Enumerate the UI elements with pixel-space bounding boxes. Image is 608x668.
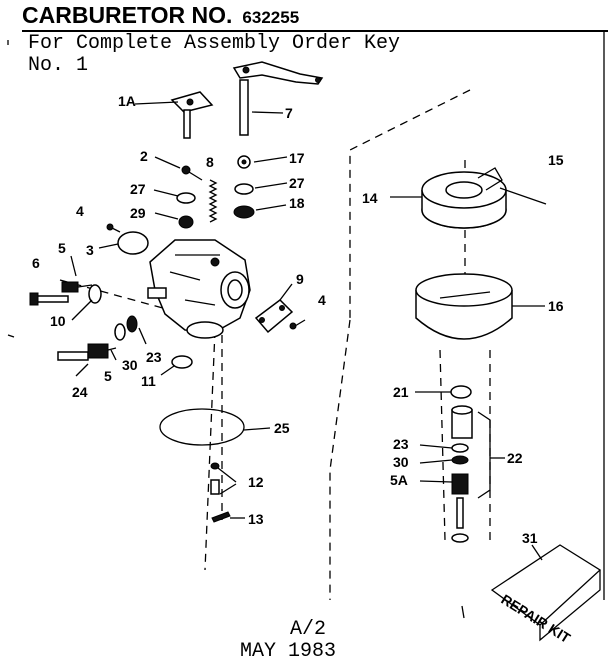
carburetor-number: 632255 xyxy=(242,8,300,27)
label-part-7: 7 xyxy=(285,105,293,121)
part-choke-shaft xyxy=(232,61,324,136)
label-part-10: 10 xyxy=(50,313,66,329)
part-washer-21 xyxy=(450,385,472,399)
alignment-line-upper xyxy=(349,89,471,320)
part-clip-13 xyxy=(211,511,231,523)
label-part-27-left: 27 xyxy=(130,181,146,197)
label-part-6: 6 xyxy=(32,255,40,271)
part-seal-18 xyxy=(233,205,255,219)
label-part-31: 31 xyxy=(522,530,538,546)
label-part-30-left: 30 xyxy=(122,357,138,373)
part-washer-30-left xyxy=(114,323,126,341)
alignment-line-right xyxy=(329,319,351,600)
border-mark xyxy=(7,334,15,338)
label-part-16: 16 xyxy=(548,298,564,314)
label-part-11: 11 xyxy=(141,373,156,389)
part-bowl-16 xyxy=(415,273,513,340)
label-part-17: 17 xyxy=(289,150,305,166)
part-float-14 xyxy=(421,167,507,229)
part-throttle-shaft xyxy=(170,91,214,139)
title-rule xyxy=(22,30,608,32)
part-screw-2 xyxy=(181,165,203,181)
part-plug-11 xyxy=(171,355,193,369)
footer-date: MAY 1983 xyxy=(240,640,337,663)
part-bowl-nut-22 xyxy=(451,405,473,543)
part-needle-5-top xyxy=(61,281,93,293)
part-nut-17 xyxy=(237,155,251,169)
repair-kit-label: REPAIR KIT xyxy=(498,591,573,646)
label-part-5-top: 5 xyxy=(58,240,66,256)
label-part-5a: 5A xyxy=(390,472,408,488)
part-plate-9 xyxy=(254,299,294,334)
footer-code: A/2 xyxy=(290,618,327,641)
part-screw-4-right xyxy=(289,319,306,330)
part-spring-8 xyxy=(208,179,218,223)
label-part-14: 14 xyxy=(362,190,378,206)
label-part-23-left: 23 xyxy=(146,349,162,365)
part-repair-kit-31: REPAIR KIT xyxy=(490,544,602,646)
part-needle-24 xyxy=(57,343,117,361)
part-pin-15 xyxy=(499,187,547,205)
label-part-25: 25 xyxy=(274,420,290,436)
label-part-4-top: 4 xyxy=(76,203,84,219)
label-part-21: 21 xyxy=(393,384,409,400)
part-pin-12 xyxy=(210,462,220,495)
part-screw-6 xyxy=(29,292,69,306)
label-part-4-right: 4 xyxy=(318,292,326,308)
part-oring-10 xyxy=(88,284,102,304)
part-washer-27-right xyxy=(234,183,254,195)
label-part-29: 29 xyxy=(130,205,146,221)
part-plate-3 xyxy=(117,231,149,255)
label-part-30-right: 30 xyxy=(393,454,409,470)
label-part-3: 3 xyxy=(86,242,94,258)
part-seal-29 xyxy=(178,215,194,229)
label-part-13: 13 xyxy=(248,511,264,527)
label-part-9: 9 xyxy=(296,271,304,287)
label-part-27-right: 27 xyxy=(289,175,305,191)
alignment-line-center xyxy=(204,329,216,571)
label-part-12: 12 xyxy=(248,474,264,490)
part-carburetor-body xyxy=(147,239,251,339)
label-part-8: 8 xyxy=(206,154,214,170)
subtitle-line-2: No. 1 xyxy=(28,54,89,77)
label-part-15: 15 xyxy=(548,152,564,168)
part-washer-27-left xyxy=(176,192,196,204)
label-part-18: 18 xyxy=(289,195,305,211)
page-title: CARBURETOR NO. 632255 xyxy=(22,2,299,29)
bracket-22 xyxy=(477,411,491,499)
part-gasket-25 xyxy=(159,408,245,446)
part-gasket-23-left xyxy=(126,315,138,333)
label-part-2: 2 xyxy=(140,148,148,164)
subtitle-line-1: For Complete Assembly Order Key xyxy=(28,32,401,55)
label-part-1a: 1A xyxy=(118,93,136,109)
label-part-5-bottom: 5 xyxy=(104,368,112,384)
alignment-line-bowl xyxy=(439,349,446,541)
title-text: CARBURETOR NO. xyxy=(22,2,233,28)
label-part-24: 24 xyxy=(72,384,88,400)
label-part-23-right: 23 xyxy=(393,436,409,452)
label-part-22: 22 xyxy=(507,450,523,466)
part-screw-4-top xyxy=(106,223,121,233)
